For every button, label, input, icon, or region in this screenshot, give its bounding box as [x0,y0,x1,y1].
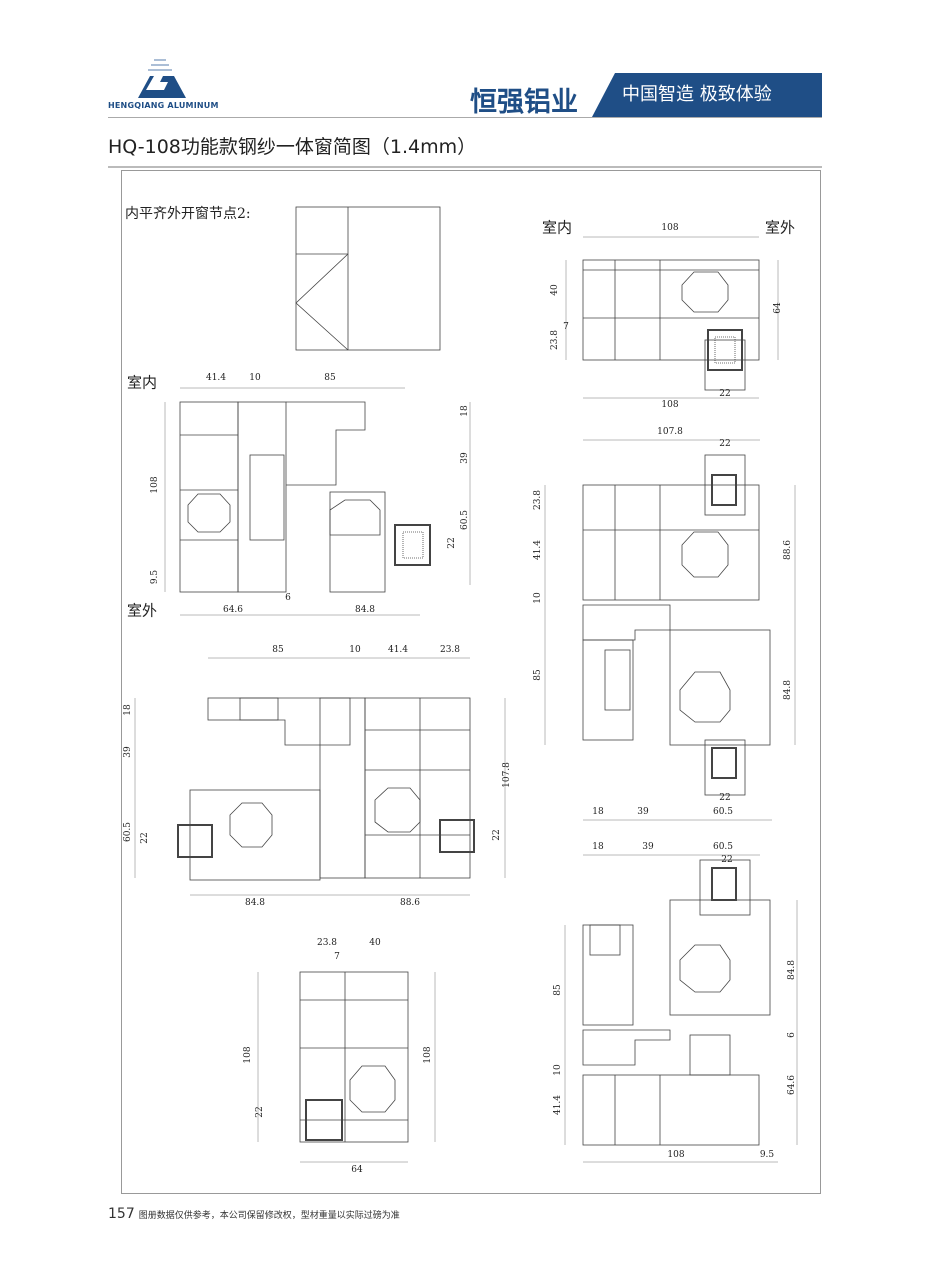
indoor-label: 室内 [126,373,158,392]
dimension-label: 84.8 [244,898,266,908]
dimension-label: 64 [773,302,783,314]
dimension-label: 6 [285,593,291,603]
outdoor-label: 室外 [126,601,158,620]
dimension-label: 23.8 [316,938,338,948]
drawing-e-profile [257,971,436,1163]
dimension-label: 60.5 [712,842,734,852]
dimension-label: 60.5 [712,807,734,817]
drawing-frame [121,170,821,1194]
dimension-label: 107.8 [502,762,512,788]
dimension-label: 22 [447,537,457,549]
dimension-label: 7 [334,952,340,962]
dimension-label: 60.5 [123,821,133,843]
dimension-label: 22 [492,829,502,841]
dimension-label: 64.6 [222,605,244,615]
dimension-label: 39 [123,746,133,758]
dimension-label: 88.6 [399,898,421,908]
dimension-label: 40 [550,284,560,296]
dimension-label: 10 [349,645,361,655]
dimension-label: 23.8 [533,489,543,511]
dimension-label: 85 [553,984,563,996]
dimension-label: 18 [592,807,604,817]
logo-icon [138,59,186,98]
dimension-label: 22 [721,855,733,865]
dimension-label: 88.6 [783,539,793,561]
dimension-label: 22 [140,832,150,844]
dimension-label: 64.6 [787,1074,797,1096]
dimension-label: 7 [563,322,569,332]
dimension-label: 10 [533,592,543,604]
dimension-label: 84.8 [787,959,797,981]
dimension-label: 64 [351,1165,363,1175]
dimension-label: 107.8 [657,427,683,437]
indoor-label: 室内 [541,218,573,237]
page-title: HQ-108功能款钢纱一体窗简图（1.4mm） [108,136,477,158]
dimension-label: 41.4 [387,645,409,655]
node-note: 内平齐外开窗节点2: [125,206,251,222]
drawing-f-profile [564,854,798,1163]
dimension-label: 18 [123,704,133,716]
dimension-label: 108 [667,1150,685,1160]
dimension-label: 85 [272,645,284,655]
dimension-label: 60.5 [460,509,470,531]
drawing-c-profile [544,439,796,821]
node-diagram [295,206,441,351]
dimension-label: 9.5 [759,1150,775,1160]
dimension-label: 18 [592,842,604,852]
dimension-label: 108 [243,1046,253,1064]
drawing-a-profile [164,387,471,616]
dimension-label: 108 [150,476,160,494]
logo-text: HENGQIANG ALUMINUM [108,101,219,110]
dimension-label: 39 [637,807,649,817]
dimension-label: 84.8 [354,605,376,615]
dimension-label: 84.8 [783,679,793,701]
dimension-label: 40 [369,938,381,948]
dimension-label: 108 [661,400,679,410]
slogan-banner: 中国智造 极致体验 [592,73,822,117]
dimension-label: 18 [460,405,470,417]
dimension-label: 39 [460,452,470,464]
divider [108,117,822,118]
drawing-d-profile [134,657,506,896]
dimension-label: 10 [553,1064,563,1076]
dimension-label: 41.4 [205,373,227,383]
dimension-label: 22 [719,793,731,803]
drawing-b-profile [565,236,779,399]
dimension-label: 22 [255,1106,265,1118]
dimension-label: 41.4 [533,539,543,561]
dimension-label: 41.4 [553,1094,563,1116]
page-number: 157 [108,1206,135,1222]
dimension-label: 23.8 [550,329,560,351]
dimension-label: 23.8 [439,645,461,655]
dimension-label: 85 [324,373,336,383]
footer-disclaimer: 图册数据仅供参考，本公司保留修改权，型材重量以实际过磅为准 [138,1211,400,1221]
dimension-label: 108 [423,1046,433,1064]
dimension-label: 39 [642,842,654,852]
dimension-label: 9.5 [150,569,160,585]
dimension-label: 6 [787,1032,797,1038]
divider [108,166,822,168]
dimension-label: 85 [533,669,543,681]
outdoor-label: 室外 [764,218,796,237]
dimension-label: 22 [719,439,731,449]
dimension-label: 10 [249,373,261,383]
dimension-label: 22 [719,389,731,399]
dimension-label: 108 [661,223,679,233]
brand-name: 恒强铝业 [470,87,578,118]
